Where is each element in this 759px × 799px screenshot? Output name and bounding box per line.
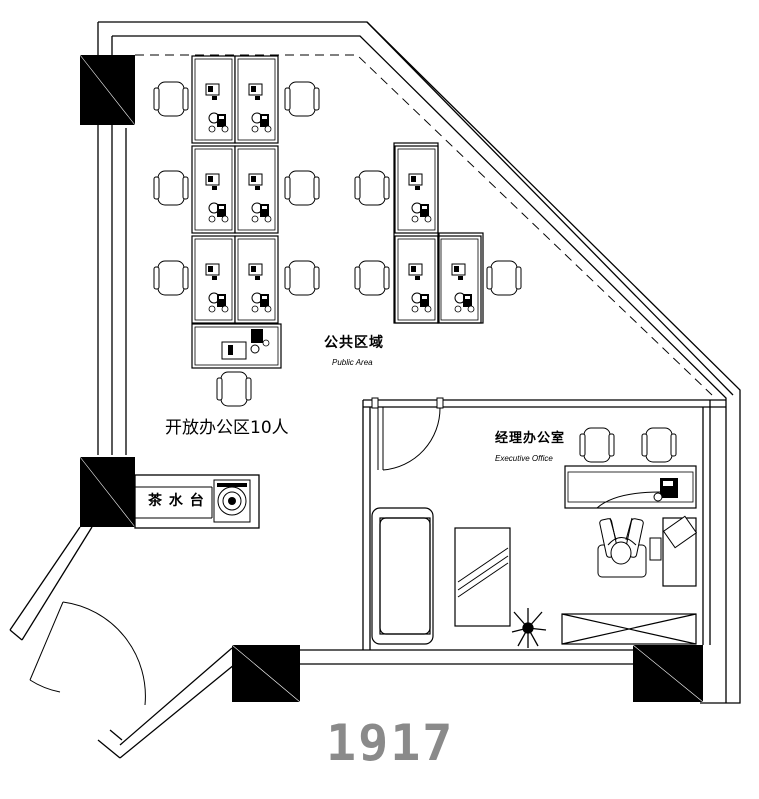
public-area-label-en: Public Area — [332, 358, 373, 367]
entry-door-swing — [62, 601, 146, 706]
executive-desk — [564, 465, 698, 587]
printer-station — [191, 323, 282, 369]
executive-office-label-cn: 经理办公室 — [495, 431, 566, 446]
cabinet — [561, 613, 697, 645]
tea-counter — [134, 474, 260, 529]
open-office-label: 开放办公区10人 — [165, 418, 289, 438]
sofa — [371, 507, 434, 645]
executive-office-walls — [362, 399, 726, 650]
office-door — [371, 397, 444, 471]
coffee-table — [454, 527, 511, 627]
public-area-label-cn: 公共区域 — [324, 335, 384, 351]
outer-wall — [97, 21, 741, 704]
executive-office-label-en: Executive Office — [495, 454, 553, 463]
unit-number: 1917 — [326, 714, 455, 772]
visitor-chairs — [579, 427, 677, 463]
lower-walls — [9, 526, 633, 759]
pillars — [79, 54, 704, 703]
plant — [511, 608, 547, 648]
tea-counter-label: 茶 水 台 — [148, 493, 205, 509]
executive-chair — [597, 517, 647, 578]
open-office-desks — [191, 55, 484, 324]
